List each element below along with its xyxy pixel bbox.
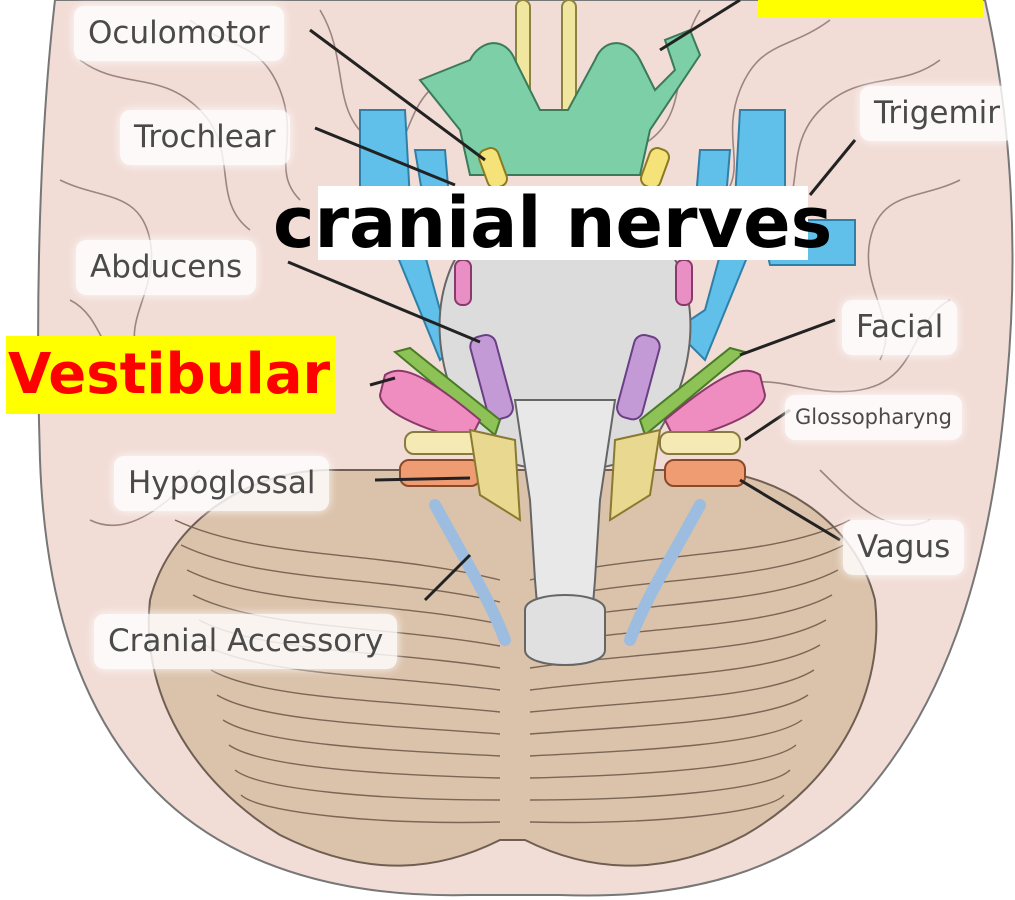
label-abducens: Abducens [76, 240, 256, 295]
label-trigeminal: Trigemir [860, 86, 1014, 141]
spinal-cord-section [525, 595, 605, 665]
label-vagus: Vagus [843, 520, 964, 575]
yellow-highlight-box [758, 0, 983, 17]
label-oculomotor: Oculomotor [74, 6, 284, 61]
label-trochlear: Trochlear [120, 110, 290, 165]
label-cranial-accessory: Cranial Accessory [94, 614, 397, 669]
diagram-title: cranial nerves [273, 188, 832, 258]
label-glossopharyngeal: Glossopharyng [785, 395, 962, 440]
label-facial: Facial [842, 300, 957, 355]
vestibular-highlight-label: Vestibular [6, 336, 336, 414]
label-hypoglossal: Hypoglossal [114, 456, 329, 511]
